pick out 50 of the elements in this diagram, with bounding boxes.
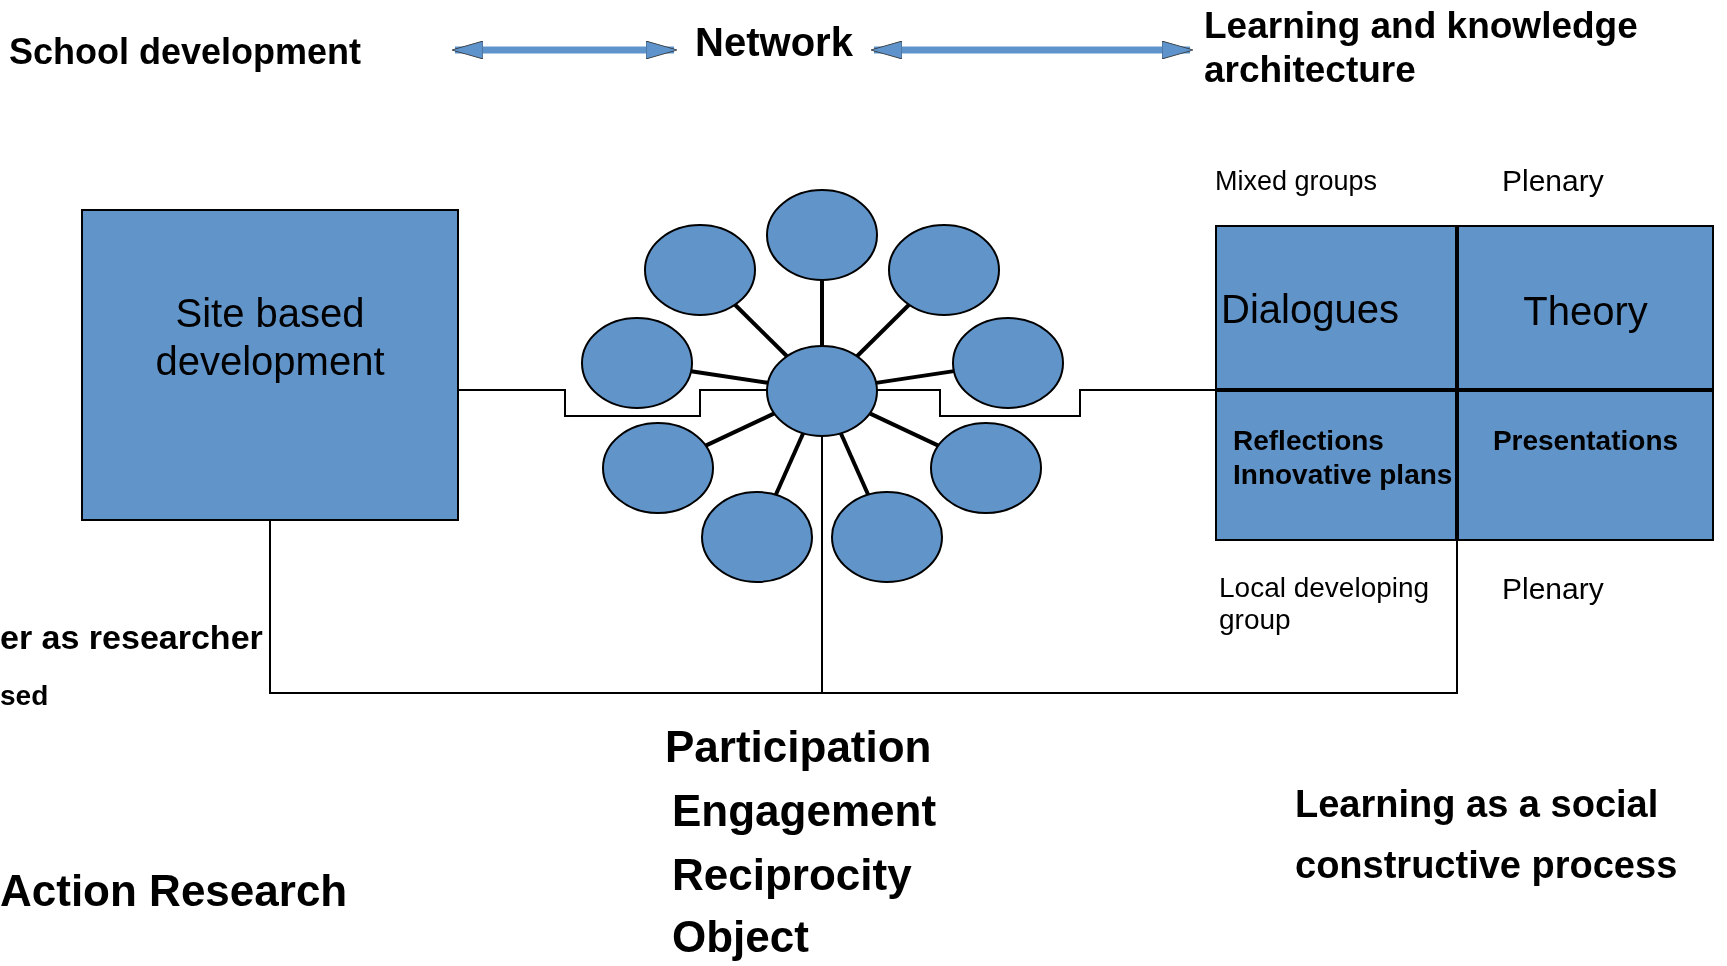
heading-text: School development	[9, 30, 363, 74]
network-ellipse	[579, 315, 695, 411]
connector-line	[690, 369, 769, 385]
caption-text: Learning as a social constructive process	[1295, 782, 1679, 888]
keyword-text: Participation	[665, 722, 933, 773]
cell-label: Reflections	[1233, 424, 1385, 458]
connector-line	[868, 411, 940, 448]
network-ellipse	[829, 489, 945, 585]
group-label: Mixed groups	[1215, 166, 1379, 198]
grid-cell	[1215, 390, 1457, 541]
connector-line	[875, 369, 955, 385]
keyword-text: Reciprocity	[672, 850, 913, 901]
network-ellipse	[600, 420, 716, 516]
grid-cell	[1457, 390, 1714, 541]
caption-text: Action Research	[0, 866, 349, 917]
network-ellipse	[642, 222, 758, 318]
connector-line	[876, 389, 1216, 417]
cell-label: Dialogues	[1221, 286, 1400, 333]
network-ellipse	[928, 420, 1044, 516]
network-ellipse	[764, 187, 880, 283]
connector-line	[733, 303, 789, 358]
cell-label: Theory	[1522, 288, 1649, 335]
side-text: er as researcher	[0, 618, 264, 658]
network-ellipse	[950, 315, 1066, 411]
connector-line	[704, 411, 776, 448]
box-label: Site based development	[154, 290, 386, 385]
group-label: Plenary	[1502, 572, 1605, 607]
cell-label: Presentations	[1491, 424, 1680, 458]
connector-line	[774, 432, 805, 496]
connector-line	[821, 435, 1458, 694]
grid-cell	[1215, 225, 1457, 390]
heading-text: Network	[694, 19, 854, 66]
grid-cell	[1457, 225, 1714, 390]
connector-line	[839, 432, 870, 496]
connector-line	[458, 389, 768, 417]
double-arrow	[871, 40, 1193, 60]
network-ellipse	[699, 489, 815, 585]
network-ellipse	[764, 343, 880, 439]
connector-line	[855, 303, 911, 358]
keyword-text: Engagement	[672, 786, 938, 837]
keyword-text: Object	[672, 912, 810, 963]
group-label: Plenary	[1502, 164, 1605, 199]
heading-text: Learning and knowledge architecture	[1204, 4, 1639, 93]
process-box	[81, 209, 459, 521]
cell-label: Innovative plans	[1233, 457, 1454, 492]
side-text: sed	[0, 680, 50, 713]
group-label: Local developing group	[1219, 572, 1431, 637]
connector-line	[820, 280, 824, 346]
network-ellipse	[886, 222, 1002, 318]
double-arrow	[452, 40, 677, 60]
